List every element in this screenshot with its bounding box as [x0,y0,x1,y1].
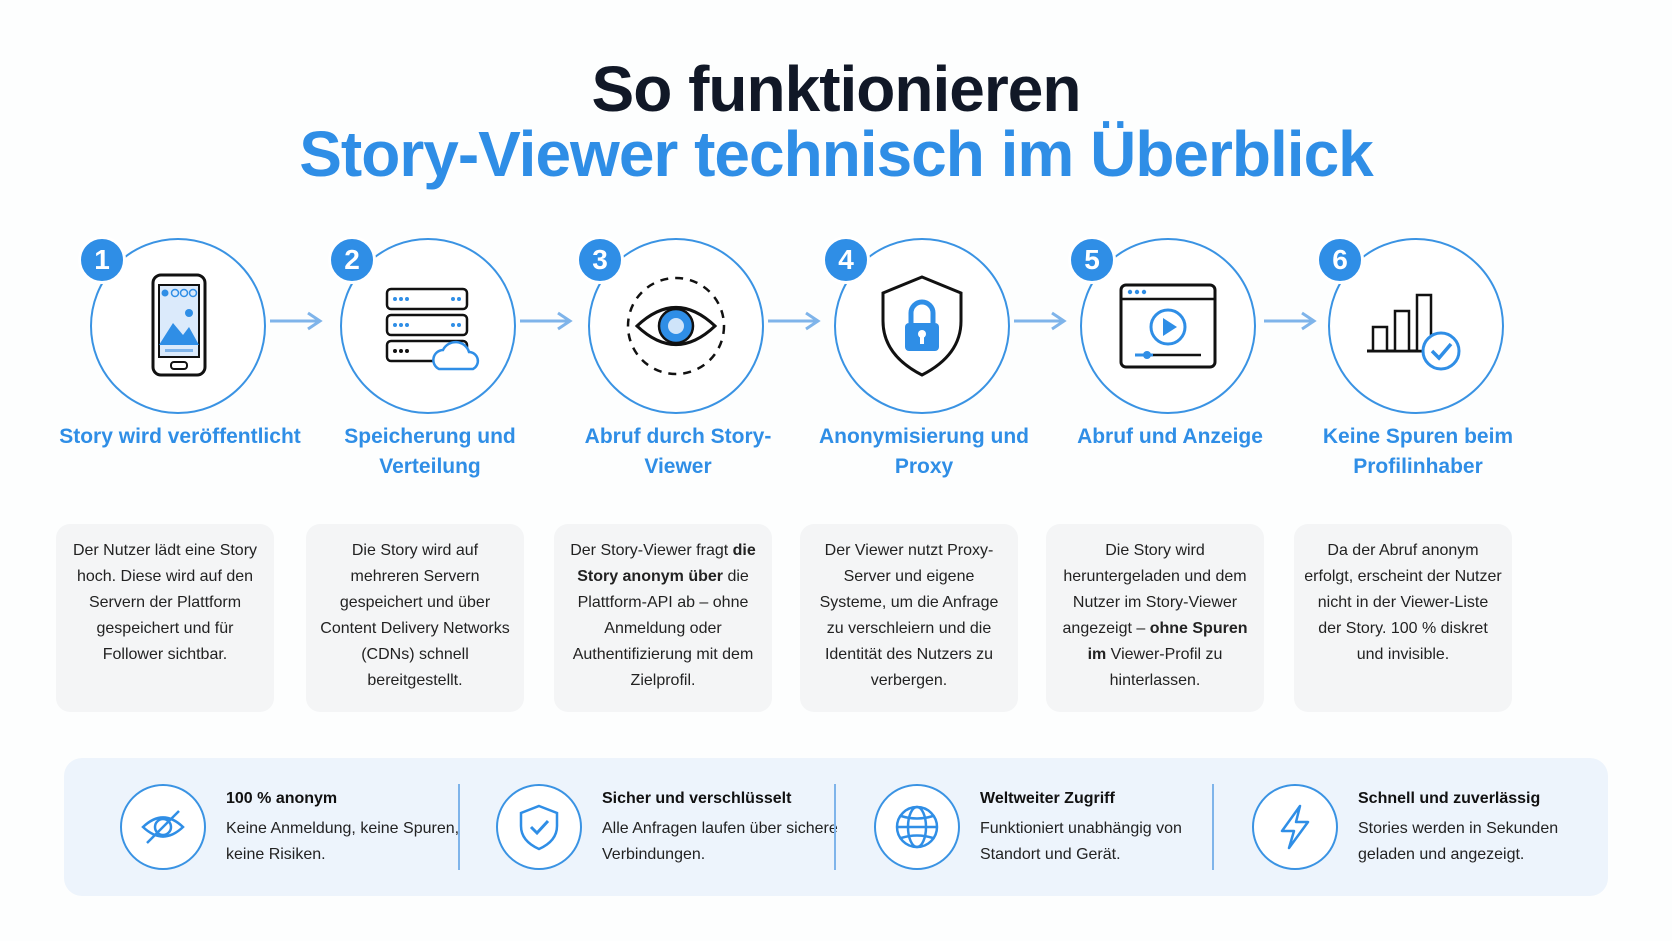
divider [834,784,836,870]
step-4-circle [834,238,1010,414]
feature-text: Funktioniert unabhängig von Standort und… [980,820,1182,863]
feature-icon [1252,784,1338,870]
feature-icon [496,784,582,870]
feature-fast: Schnell und zuverlässig Stories werden i… [1252,784,1612,870]
feature-anonymous: 100 % anonym Keine Anmeldung, keine Spur… [120,784,480,870]
feature-worldwide: Weltweiter Zugriff Funktioniert unabhäng… [874,784,1234,870]
feature-title: Weltweiter Zugriff [980,790,1115,807]
smartphone-icon [151,273,207,377]
bar-chart-check-icon [1367,293,1461,371]
arrow-right-icon [768,311,821,331]
step-title: Speicherung und Verteilung [344,425,516,478]
feature-text: Stories werden in Sekunden geladen und a… [1358,820,1559,863]
shield-lock-icon [881,275,963,377]
feature-text: Alle Anfragen laufen über sichere Verbin… [602,820,838,863]
feature-title: Sicher und verschlüsselt [602,790,792,807]
step-description: Der Viewer nutzt Proxy-Server und eigene… [800,524,1018,712]
step-title: Keine Spuren beim Profilinhaber [1322,425,1514,478]
feature-title: 100 % anonym [226,790,338,807]
lightning-icon [1280,804,1310,850]
video-player-icon [1119,283,1217,369]
step-description: Die Story wird heruntergeladen und dem N… [1046,524,1264,712]
step-number: 1 [78,236,126,284]
step-description: Der Nutzer lädt eine Story hoch. Diese w… [56,524,274,712]
feature-title: Schnell und zuverlässig [1358,790,1541,807]
step-description: Da der Abruf anonym erfolgt, erscheint d… [1294,524,1512,712]
feature-icon [120,784,206,870]
step-number: 6 [1316,236,1364,284]
step-number: 4 [822,236,870,284]
divider [1212,784,1214,870]
step-description: Der Story-Viewer fragt die Story anonym … [554,524,772,712]
step-number: 2 [328,236,376,284]
step-number: 5 [1068,236,1116,284]
eye-off-icon [141,810,185,844]
arrow-right-icon [520,311,573,331]
features-panel: 100 % anonym Keine Anmeldung, keine Spur… [64,758,1608,896]
divider [458,784,460,870]
feature-text: Keine Anmeldung, keine Spuren, keine Ris… [226,820,460,863]
globe-icon [895,805,939,849]
step-1-circle [90,238,266,414]
step-description: Die Story wird auf mehreren Servern gesp… [306,524,524,712]
step-title: Story wird veröffentlicht [59,425,301,448]
arrow-right-icon [1014,311,1067,331]
shield-check-icon [519,804,559,851]
step-title: Abruf und Anzeige [1077,425,1263,448]
step-title: Abruf durch Story-Viewer [584,425,772,478]
feature-icon [874,784,960,870]
feature-secure: Sicher und verschlüsselt Alle Anfragen l… [496,784,856,870]
arrow-right-icon [1264,311,1317,331]
step-title: Anonymisierung und Proxy [819,425,1029,478]
page-title: So funktionieren [591,53,1082,125]
eye-icon [626,276,726,376]
page-subtitle: Story-Viewer technisch im Überblick [299,118,1374,190]
server-cloud-icon [385,287,480,371]
arrow-right-icon [270,311,323,331]
step-number: 3 [576,236,624,284]
